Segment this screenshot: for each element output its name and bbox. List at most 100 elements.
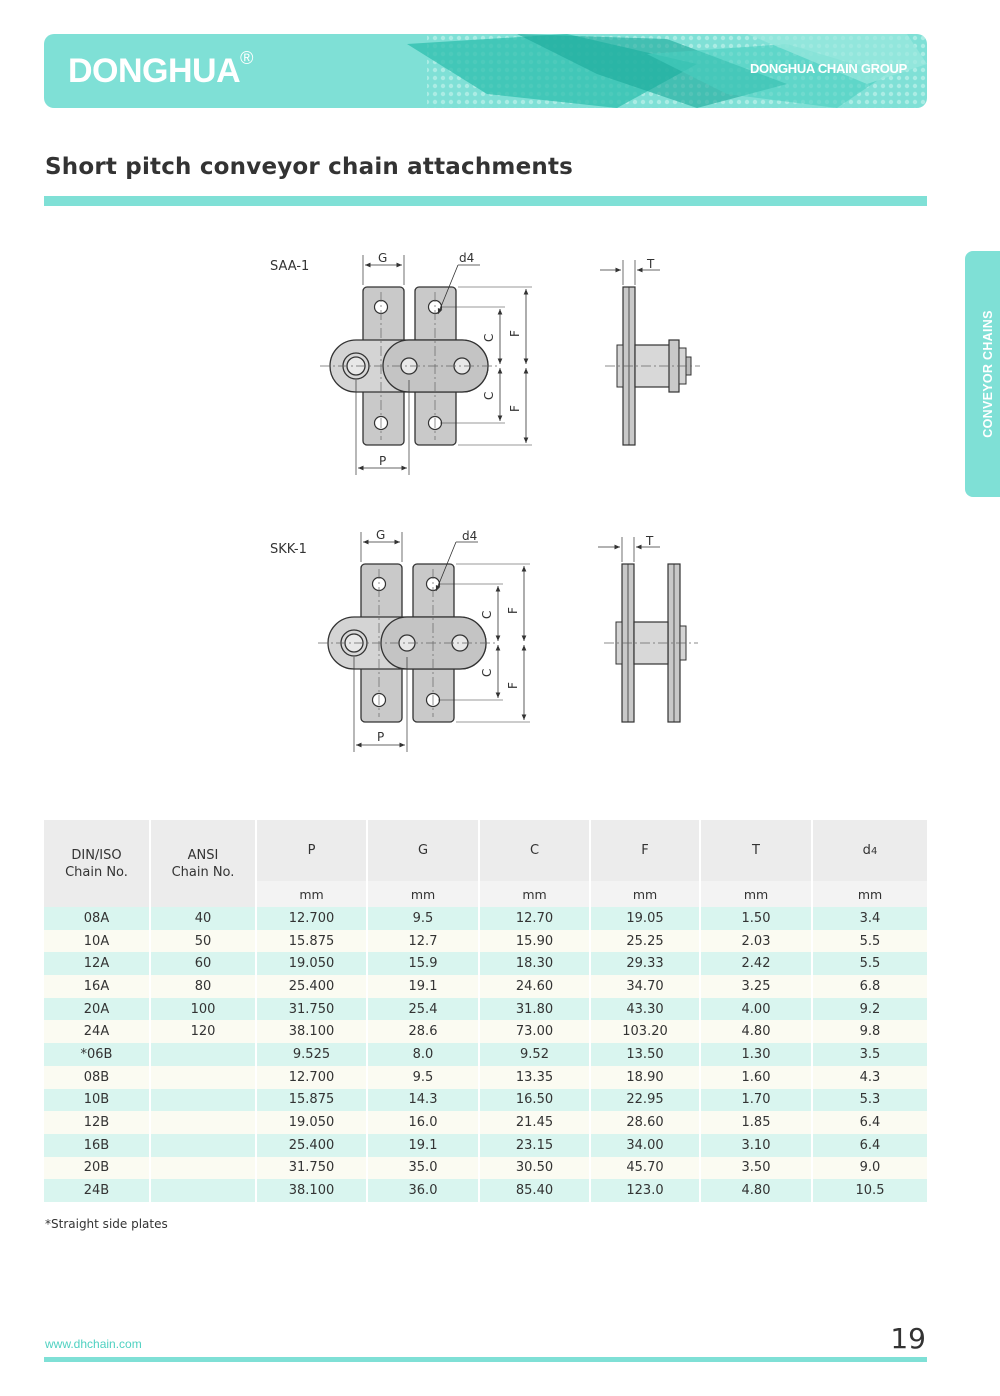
- table-cell: 6.4: [812, 1111, 927, 1134]
- skk-dim-t: T: [645, 534, 654, 548]
- table-cell: 60: [150, 952, 257, 976]
- saa-dim-c-upper: C: [482, 334, 496, 342]
- skk-label: SKK-1: [270, 542, 307, 557]
- table-cell: 103.20: [590, 1020, 701, 1044]
- table-cell: 100: [150, 997, 257, 1021]
- table-cell: 12.7: [367, 929, 480, 953]
- table-cell: 28.6: [367, 1020, 480, 1044]
- table-cell: 16B: [44, 1133, 151, 1157]
- table-cell: 38.100: [256, 1179, 368, 1202]
- skk-dim-p: P: [377, 730, 384, 744]
- table-cell: 14.3: [367, 1088, 480, 1112]
- table-cell: 120: [150, 1020, 257, 1044]
- column-header: d4: [812, 820, 927, 881]
- table-cell: 16.0: [367, 1111, 480, 1134]
- table-cell: 10A: [44, 929, 151, 953]
- unit-cell: mm: [700, 881, 813, 907]
- table-cell: 13.50: [590, 1043, 701, 1066]
- table-cell: 15.90: [479, 929, 591, 953]
- table-cell: 31.80: [479, 997, 591, 1021]
- table-cell: 12.700: [256, 1065, 368, 1089]
- skk-dim-d4: d4: [462, 529, 477, 543]
- table-cell: 36.0: [367, 1179, 480, 1202]
- table-cell: 08A: [44, 907, 151, 930]
- table-cell: [150, 1043, 257, 1066]
- table-cell: 9.8: [812, 1020, 927, 1044]
- table-cell: 29.33: [590, 952, 701, 976]
- table-cell: 43.30: [590, 997, 701, 1021]
- table-cell: 9.5: [367, 1065, 480, 1089]
- brand-logo: DONGHUA®: [68, 48, 253, 91]
- table-cell: 18.30: [479, 952, 591, 976]
- table-cell: 1.60: [700, 1065, 813, 1089]
- table-cell: 19.05: [590, 907, 701, 930]
- saa-dim-p: P: [379, 454, 386, 468]
- table-cell: *06B: [44, 1043, 151, 1066]
- table-cell: 5.3: [812, 1088, 927, 1112]
- table-cell: 22.95: [590, 1088, 701, 1112]
- table-cell: [150, 1065, 257, 1089]
- table-cell: [150, 1179, 257, 1202]
- table-cell: 4.3: [812, 1065, 927, 1089]
- table-cell: 1.70: [700, 1088, 813, 1112]
- header-pattern: [407, 34, 927, 108]
- table-cell: 3.25: [700, 975, 813, 998]
- table-cell: 1.85: [700, 1111, 813, 1134]
- unit-cell: mm: [256, 881, 368, 907]
- table-cell: 19.050: [256, 1111, 368, 1134]
- table-cell: 13.35: [479, 1065, 591, 1089]
- table-cell: 31.750: [256, 1156, 368, 1180]
- table-cell: 25.25: [590, 929, 701, 953]
- skk-front-view: [318, 532, 530, 752]
- column-header: F: [590, 820, 701, 881]
- column-header: ANSI Chain No.: [150, 820, 257, 907]
- table-cell: 25.400: [256, 975, 368, 998]
- column-header-label: d: [862, 842, 871, 858]
- table-cell: 3.4: [812, 907, 927, 930]
- skk-side-view: [598, 537, 698, 723]
- saa-dim-d4: d4: [459, 251, 474, 265]
- table-cell: 23.15: [479, 1133, 591, 1157]
- saa-dim-g: G: [378, 251, 387, 265]
- table-cell: 8.0: [367, 1043, 480, 1066]
- table-cell: 4.80: [700, 1020, 813, 1044]
- table-cell: 12B: [44, 1111, 151, 1134]
- table-cell: 45.70: [590, 1156, 701, 1180]
- website-link[interactable]: www.dhchain.com: [45, 1337, 142, 1351]
- table-cell: 20B: [44, 1156, 151, 1180]
- saa-dim-f-upper: F: [508, 330, 522, 337]
- table-cell: 50: [150, 929, 257, 953]
- column-header: C: [479, 820, 591, 881]
- table-cell: 34.00: [590, 1133, 701, 1157]
- table-cell: 12.70: [479, 907, 591, 930]
- table-cell: 5.5: [812, 929, 927, 953]
- table-cell: 24.60: [479, 975, 591, 998]
- table-cell: 12A: [44, 952, 151, 976]
- table-cell: 38.100: [256, 1020, 368, 1044]
- table-cell: 3.10: [700, 1133, 813, 1157]
- table-cell: 19.1: [367, 975, 480, 998]
- table-cell: 19.1: [367, 1133, 480, 1157]
- table-cell: 16A: [44, 975, 151, 998]
- registered-mark: ®: [240, 48, 253, 68]
- table-cell: 15.875: [256, 1088, 368, 1112]
- group-name: DONGHUA CHAIN GROUP: [749, 61, 907, 76]
- table-cell: 9.52: [479, 1043, 591, 1066]
- table-cell: [150, 1133, 257, 1157]
- unit-cell: mm: [812, 881, 927, 907]
- table-cell: 80: [150, 975, 257, 998]
- table-cell: 6.8: [812, 975, 927, 998]
- logo-text: DONGHUA: [68, 52, 241, 90]
- table-cell: 15.875: [256, 929, 368, 953]
